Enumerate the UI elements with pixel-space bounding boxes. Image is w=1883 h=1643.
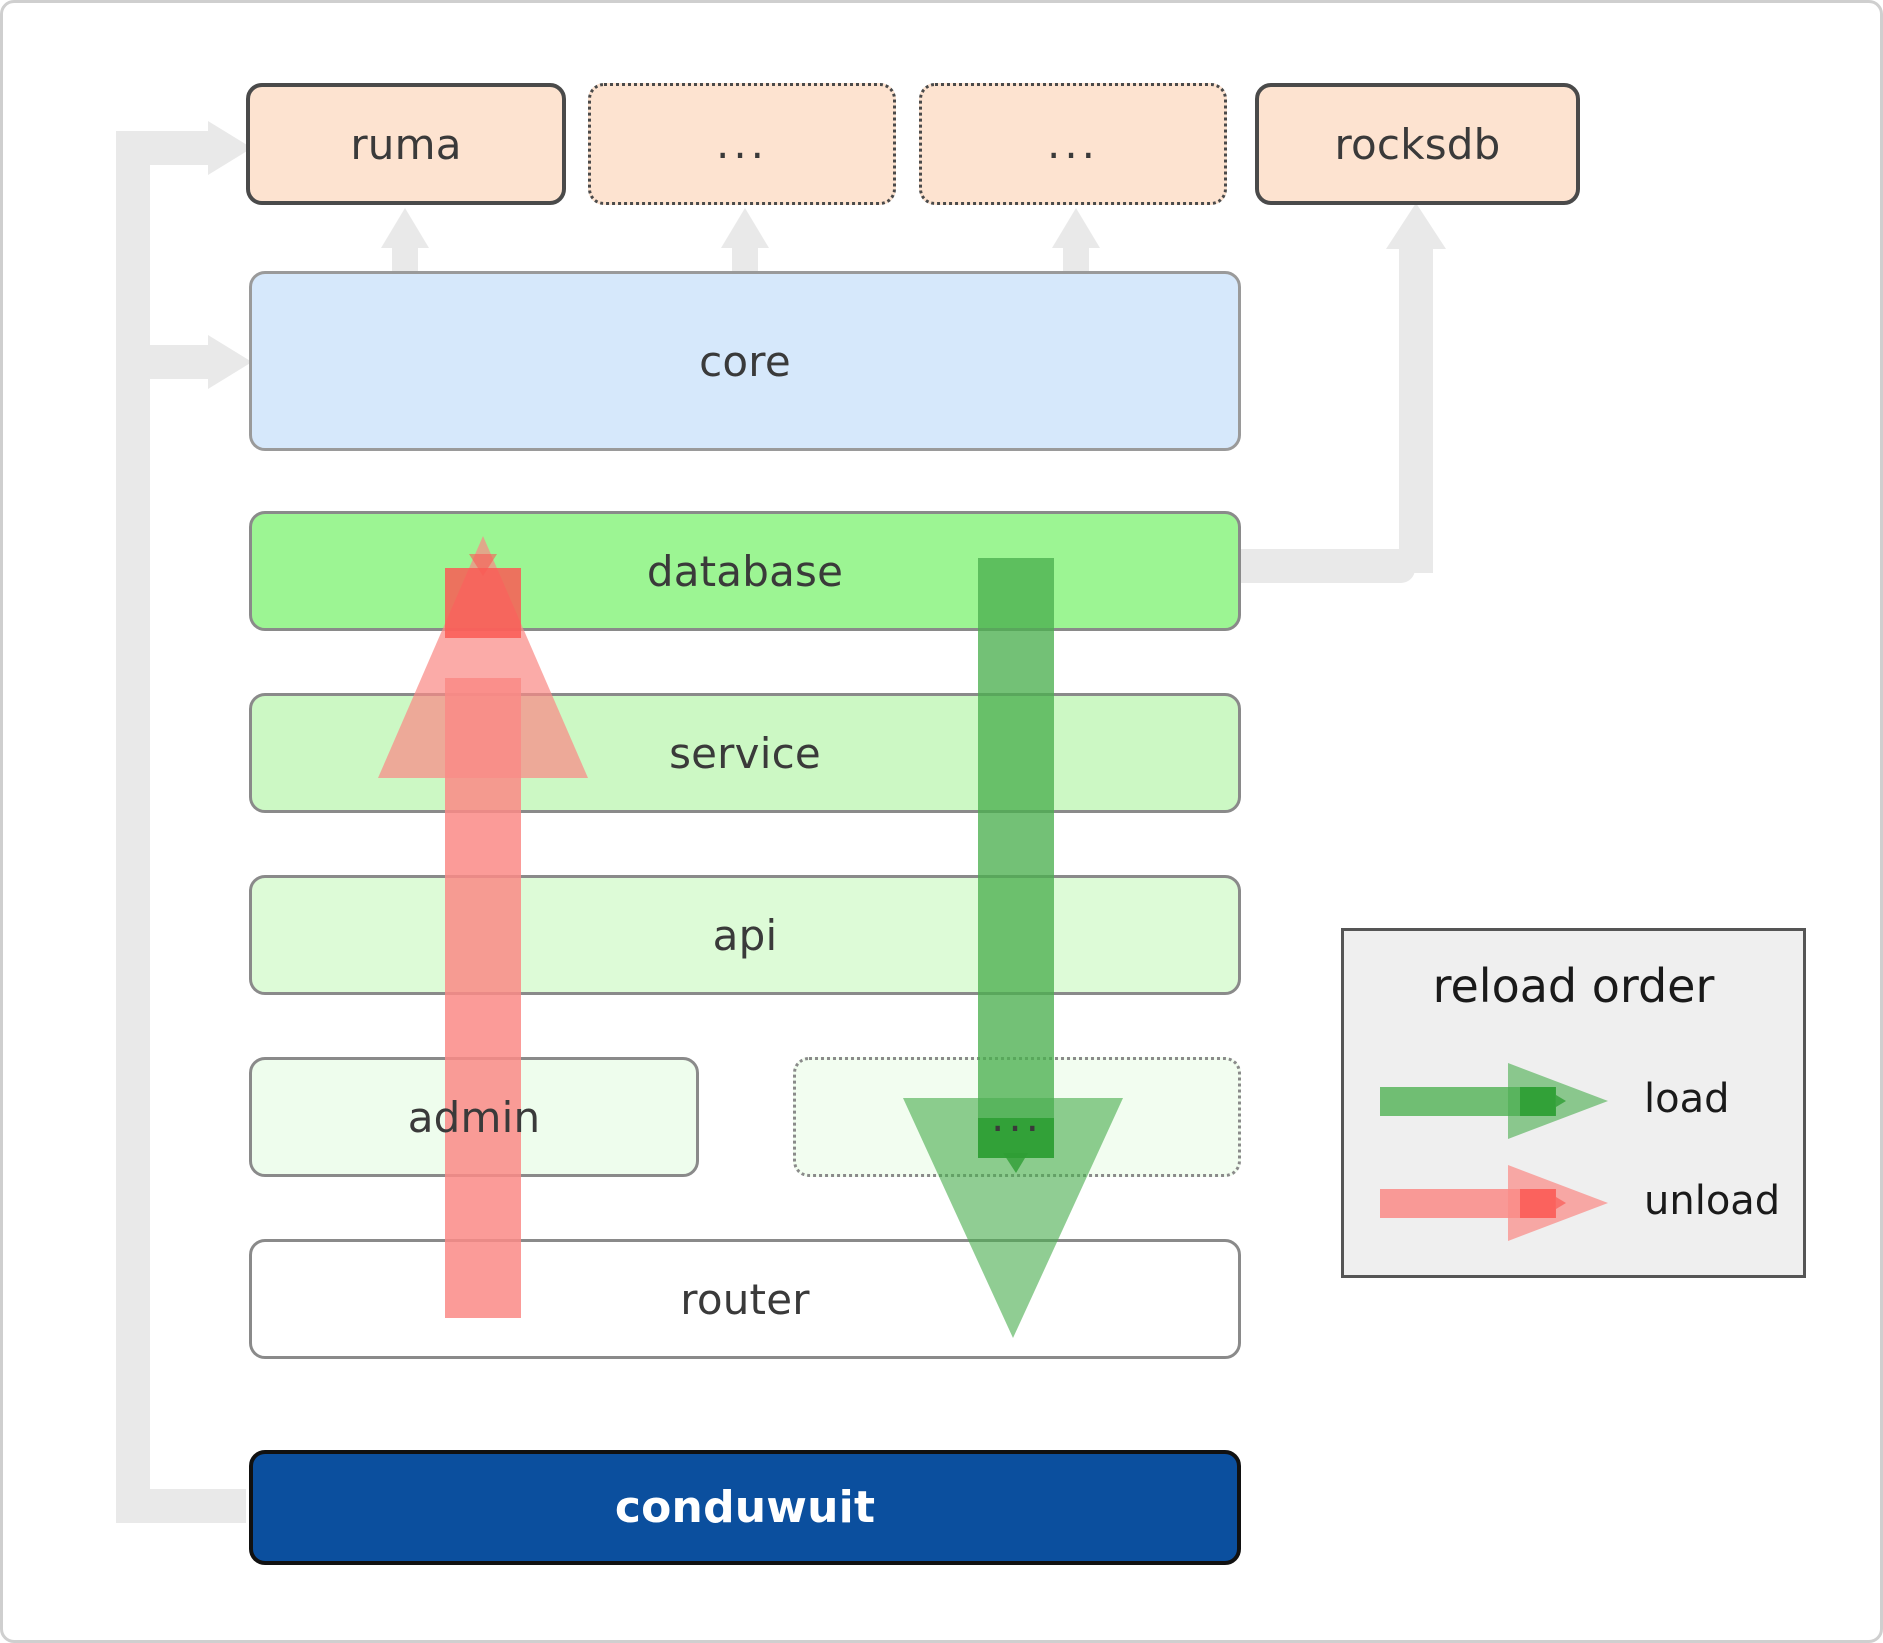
legend-title: reload order [1432, 959, 1715, 1013]
core-label: core [699, 336, 791, 386]
dependency-box-2[interactable]: ... [588, 83, 896, 205]
layer-box-api[interactable]: api [249, 875, 1241, 995]
connector-database-to-rocksdb-vertical [1399, 243, 1433, 573]
layer-label-service: service [669, 728, 821, 778]
legend-unload-arrow [1380, 1165, 1608, 1241]
dependency-label-rocksdb: rocksdb [1334, 119, 1501, 169]
dependency-box-rocksdb[interactable]: rocksdb [1255, 83, 1580, 205]
connector-left-spine [116, 131, 150, 1523]
load-arrow-down [903, 558, 1123, 1338]
dependency-box-ruma[interactable]: ruma [246, 83, 566, 205]
layer-box-router[interactable]: router [249, 1239, 1241, 1359]
connector-left-to-ruma-shaft [116, 131, 216, 165]
dependency-label-ruma: ruma [350, 119, 462, 169]
connector-core-to-dep3-head [1052, 208, 1100, 248]
layer-label-admin: admin [407, 1092, 541, 1142]
legend-panel: reload order load unload [1341, 928, 1806, 1278]
connector-left-to-core-shaft [116, 345, 216, 379]
layer-label-ellipsis: ... [990, 1092, 1044, 1142]
connector-core-to-ruma-head [381, 208, 429, 248]
connector-left-to-ruma-head [208, 121, 252, 175]
connector-database-to-rocksdb-head [1386, 203, 1446, 249]
layer-label-database: database [646, 546, 844, 596]
core-box[interactable]: core [249, 271, 1241, 451]
connector-left-to-core-head [208, 335, 252, 389]
dependency-label-3: ... [1046, 119, 1100, 169]
layer-label-api: api [712, 910, 778, 960]
connector-core-to-dep2-head [721, 208, 769, 248]
connector-database-to-rocksdb-horizontal [1225, 549, 1415, 583]
legend-load-arrow [1380, 1063, 1608, 1139]
legend-label-load: load [1644, 1076, 1730, 1122]
connector-left-to-root [116, 1489, 246, 1523]
dependency-box-3[interactable]: ... [919, 83, 1227, 205]
root-box-conduwuit[interactable]: conduwuit [249, 1450, 1241, 1565]
layer-label-router: router [680, 1274, 810, 1324]
dependency-label-2: ... [715, 119, 769, 169]
root-label-conduwuit: conduwuit [614, 1482, 876, 1533]
layer-box-database[interactable]: database [249, 511, 1241, 631]
unload-arrow-up [378, 536, 588, 1318]
legend-label-unload: unload [1644, 1178, 1781, 1224]
